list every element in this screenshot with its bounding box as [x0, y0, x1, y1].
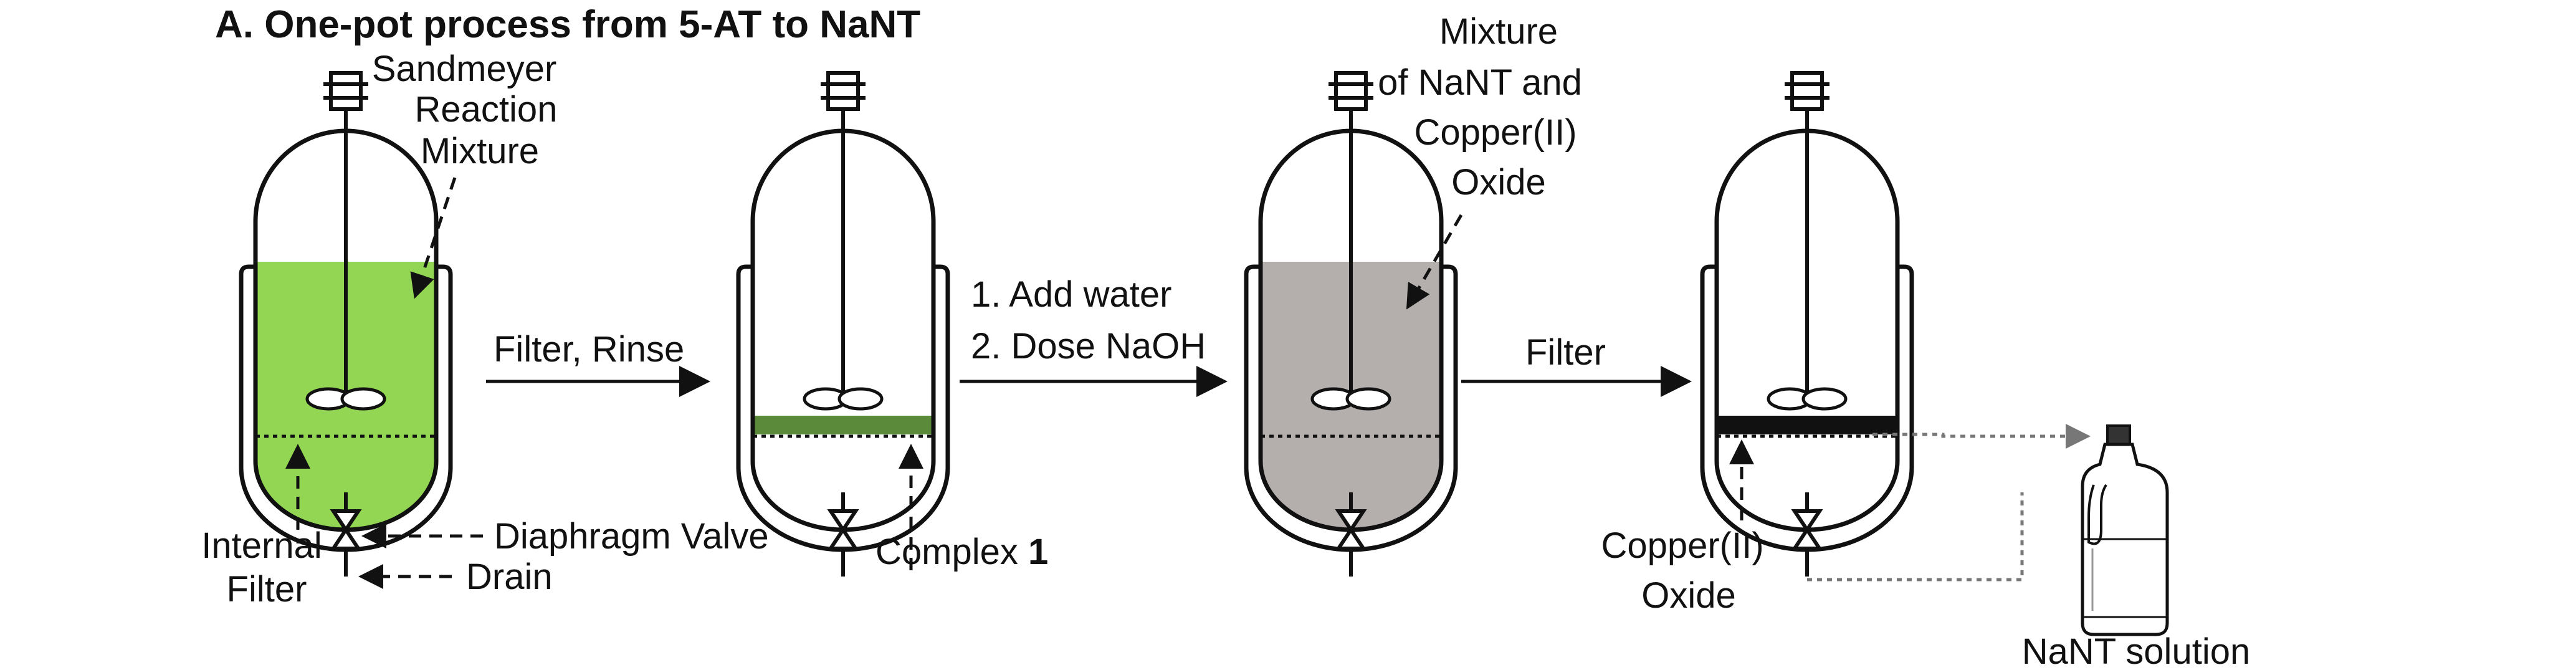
impeller-icon: [804, 389, 882, 409]
label-mixture-2: of NaNT and: [1378, 62, 1582, 103]
label-sandmeyer-3: Mixture: [421, 131, 539, 171]
impeller-icon: [1768, 389, 1846, 409]
pointer-mixture: [1406, 214, 1463, 310]
label-copper-oxide-2: Oxide: [1641, 575, 1736, 616]
motor-icon: [1785, 73, 1829, 399]
label-drain: Drain: [466, 557, 553, 597]
label-mixture-4: Oxide: [1451, 162, 1546, 203]
reactor-4: [1702, 73, 1912, 577]
impeller-icon: [307, 389, 384, 409]
label-sandmeyer-2: Reaction: [415, 89, 558, 130]
valve-icon: [1795, 492, 1820, 577]
drain-line: [1807, 492, 2024, 581]
step-1-label: Filter, Rinse: [494, 329, 684, 370]
step-2-label-1: 1. Add water: [971, 274, 1171, 315]
copper-oxide-layer: [1717, 416, 1897, 434]
reactor-3: [1246, 73, 1456, 577]
bottle-icon: [2081, 424, 2169, 636]
reactor-2: [738, 73, 948, 577]
impeller-icon: [1312, 389, 1390, 409]
filtrate-line: [1872, 424, 2091, 449]
step-2-label-2: 2. Dose NaOH: [971, 326, 1206, 366]
motor-icon: [821, 73, 866, 399]
complex-1-layer: [753, 416, 933, 434]
label-internal-filter-1: Internal: [201, 525, 322, 566]
label-internal-filter-2: Filter: [227, 569, 307, 610]
label-sandmeyer-1: Sandmeyer: [372, 49, 557, 89]
label-nant-solution: NaNT solution: [2022, 631, 2250, 670]
label-mixture-3: Copper(II): [1414, 112, 1577, 153]
label-complex-1: Complex 1: [875, 532, 1048, 572]
valve-icon: [831, 492, 856, 577]
label-copper-oxide-1: Copper(II): [1601, 525, 1763, 566]
step-3-label: Filter: [1525, 332, 1606, 373]
label-mixture-1: Mixture: [1439, 11, 1558, 52]
diagram-title: A. One-pot process from 5-AT to NaNT: [215, 3, 920, 46]
label-diaphragm-valve: Diaphragm Valve: [494, 516, 769, 557]
reactor-1: [241, 73, 451, 577]
